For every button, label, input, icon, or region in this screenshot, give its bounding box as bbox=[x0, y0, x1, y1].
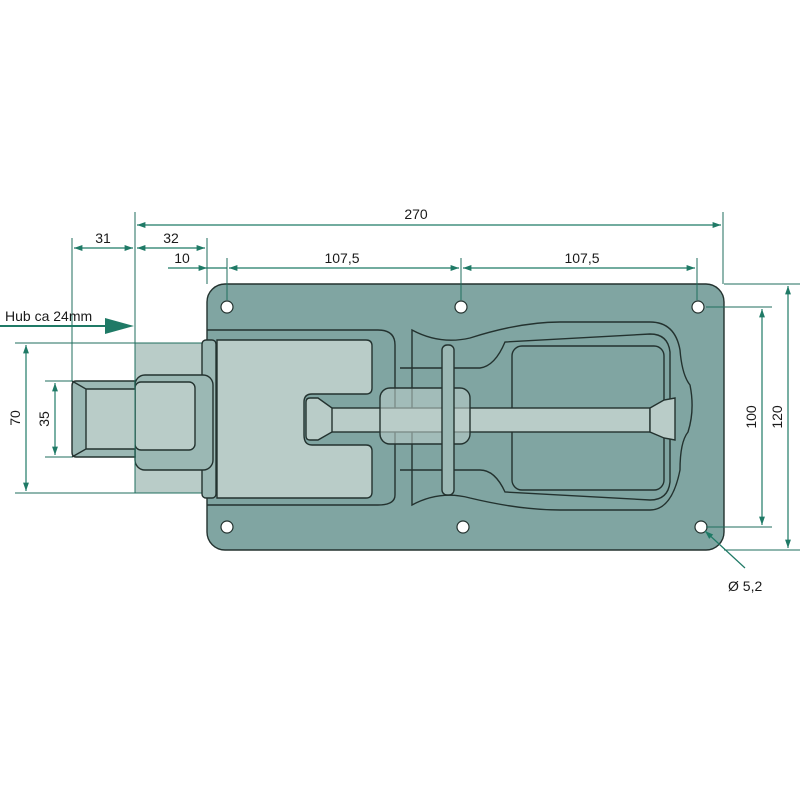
dimension-lines bbox=[23, 222, 791, 569]
label-100: 100 bbox=[743, 405, 759, 429]
label-hole-diameter: Ø 5,2 bbox=[728, 578, 762, 594]
bolt-rod bbox=[329, 407, 651, 433]
hole-leader bbox=[704, 530, 746, 569]
extension-lines bbox=[15, 212, 800, 551]
mounting-hole bbox=[220, 300, 234, 314]
rod-pin bbox=[441, 344, 455, 496]
mounting-hole bbox=[220, 520, 234, 534]
stroke-arrow-head bbox=[105, 318, 134, 334]
label-107-5-right: 107,5 bbox=[564, 250, 599, 266]
label-32: 32 bbox=[163, 230, 179, 246]
label-270: 270 bbox=[404, 206, 428, 222]
mounting-holes bbox=[220, 300, 708, 534]
label-stroke: Hub ca 24mm bbox=[5, 308, 92, 324]
label-120: 120 bbox=[769, 405, 785, 429]
label-35: 35 bbox=[36, 411, 52, 427]
label-31: 31 bbox=[95, 230, 111, 246]
label-10: 10 bbox=[174, 250, 190, 266]
mounting-hole bbox=[454, 300, 468, 314]
rod-end-right bbox=[649, 397, 676, 441]
rod-end-left bbox=[305, 397, 333, 441]
mounting-hole bbox=[456, 520, 470, 534]
bolt-tongue-face bbox=[86, 389, 135, 449]
mounting-hole bbox=[691, 300, 705, 314]
slide-block bbox=[216, 339, 373, 499]
housing-frame-inner bbox=[134, 381, 196, 451]
label-107-5-left: 107,5 bbox=[324, 250, 359, 266]
rod-collar bbox=[379, 387, 471, 445]
label-70: 70 bbox=[7, 410, 23, 426]
channel-outline bbox=[411, 321, 693, 511]
